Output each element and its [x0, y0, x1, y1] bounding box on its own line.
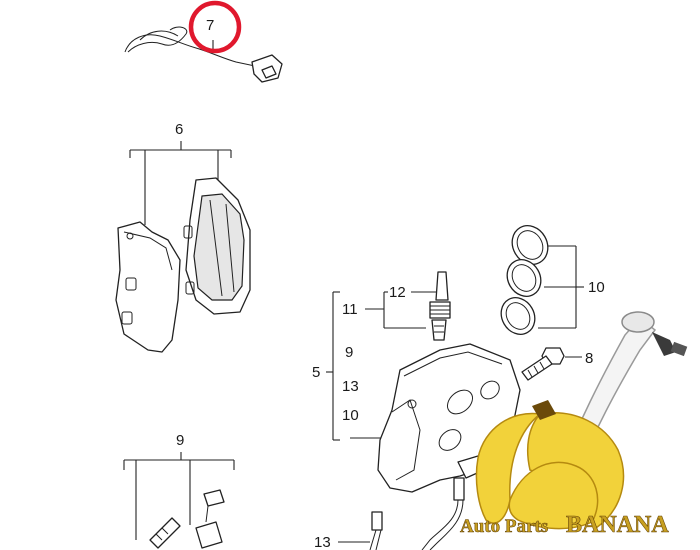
bracket-5 [326, 291, 390, 441]
watermark-logo: Auto Parts BANANA [460, 311, 688, 538]
mounting-hardware [149, 489, 225, 549]
bracket-6 [129, 141, 232, 225]
caliper-seals [500, 225, 549, 335]
bracket-10-seals [538, 245, 584, 329]
caliper-bolt [521, 347, 565, 381]
callout-6[interactable]: 6 [175, 121, 183, 138]
bracket-11-12 [365, 291, 436, 329]
callout-9-bottom[interactable]: 9 [176, 432, 184, 449]
callout-7[interactable]: 7 [206, 17, 214, 34]
callout-9-caliper[interactable]: 9 [345, 344, 353, 361]
banana-graphic [475, 400, 625, 530]
bleeder-valve [429, 271, 451, 341]
callout-10-caliper[interactable]: 10 [342, 407, 359, 424]
callout-12[interactable]: 12 [389, 284, 406, 301]
highlight-circle [188, 0, 242, 54]
brake-pad-friction [183, 177, 251, 315]
brand-text-auto-parts: Auto Parts [460, 516, 548, 537]
wear-sensor-cable [124, 26, 283, 83]
callout-8[interactable]: 8 [585, 350, 593, 367]
brand-text-banana: BANANA [566, 512, 669, 538]
callout-5[interactable]: 5 [312, 364, 320, 381]
brake-pad-backplate [115, 221, 181, 353]
callout-10-seals[interactable]: 10 [588, 279, 605, 296]
callout-11[interactable]: 11 [342, 301, 358, 318]
brake-line [369, 477, 465, 550]
callout-13-bottom[interactable]: 13 [314, 534, 331, 550]
bracket-9-bottom [123, 452, 235, 540]
callout-13-caliper[interactable]: 13 [342, 378, 359, 395]
